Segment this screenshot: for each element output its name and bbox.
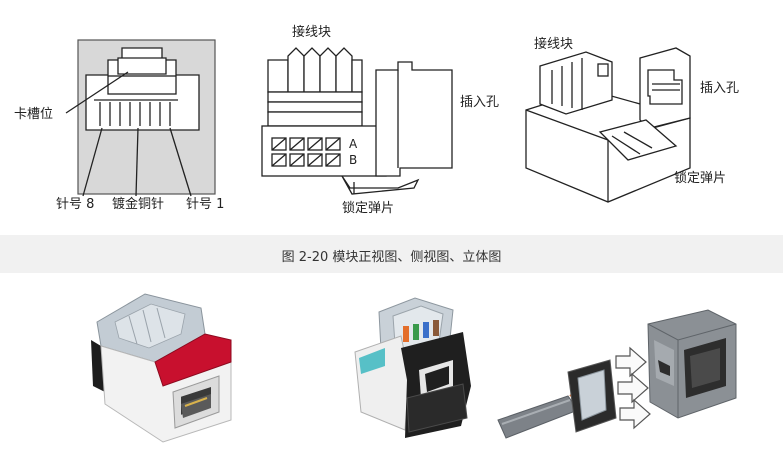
photo-module-black	[354, 297, 471, 438]
label-row-b: B	[349, 153, 358, 167]
label-gold-pin: 镀金铜针	[112, 197, 165, 212]
photo-module-grey-with-cable	[497, 309, 737, 439]
caption-band	[0, 235, 783, 273]
label-side-terminal-block: 接线块	[292, 25, 332, 40]
arrow-middle	[617, 372, 649, 404]
front-view-drawing	[65, 39, 216, 197]
arrow-lower	[619, 398, 651, 430]
label-row-a: A	[349, 137, 358, 151]
label-pin8: 针号 8	[56, 197, 95, 212]
front-view-diagram	[65, 39, 691, 203]
label-pin1: 针号 1	[186, 197, 225, 212]
lock-spring-side	[341, 175, 420, 195]
iso-view-drawing	[525, 47, 691, 203]
terminal-grid	[271, 137, 341, 167]
side-view-drawing	[261, 47, 453, 195]
label-card-slot: 卡槽位	[14, 107, 54, 122]
photo-module-red	[91, 293, 232, 443]
label-iso-insert-hole: 插入孔	[700, 81, 740, 96]
label-iso-terminal-block: 接线块	[534, 37, 574, 52]
figure-caption: 图 2-20 模块正视图、侧视图、立体图	[281, 250, 502, 265]
leader-pin8	[82, 127, 103, 197]
label-side-lock-spring: 锁定弹片	[342, 201, 395, 216]
leader-pin1	[169, 127, 192, 197]
leader-card-slot	[65, 71, 129, 114]
gold-pins	[94, 99, 178, 126]
insert-housing	[375, 61, 453, 177]
arrow-upper	[615, 346, 647, 378]
side-body	[261, 125, 387, 177]
leader-gold-pin	[135, 127, 139, 197]
label-iso-lock-spring: 锁定弹片	[674, 171, 727, 186]
label-side-insert-hole: 插入孔	[460, 95, 500, 110]
